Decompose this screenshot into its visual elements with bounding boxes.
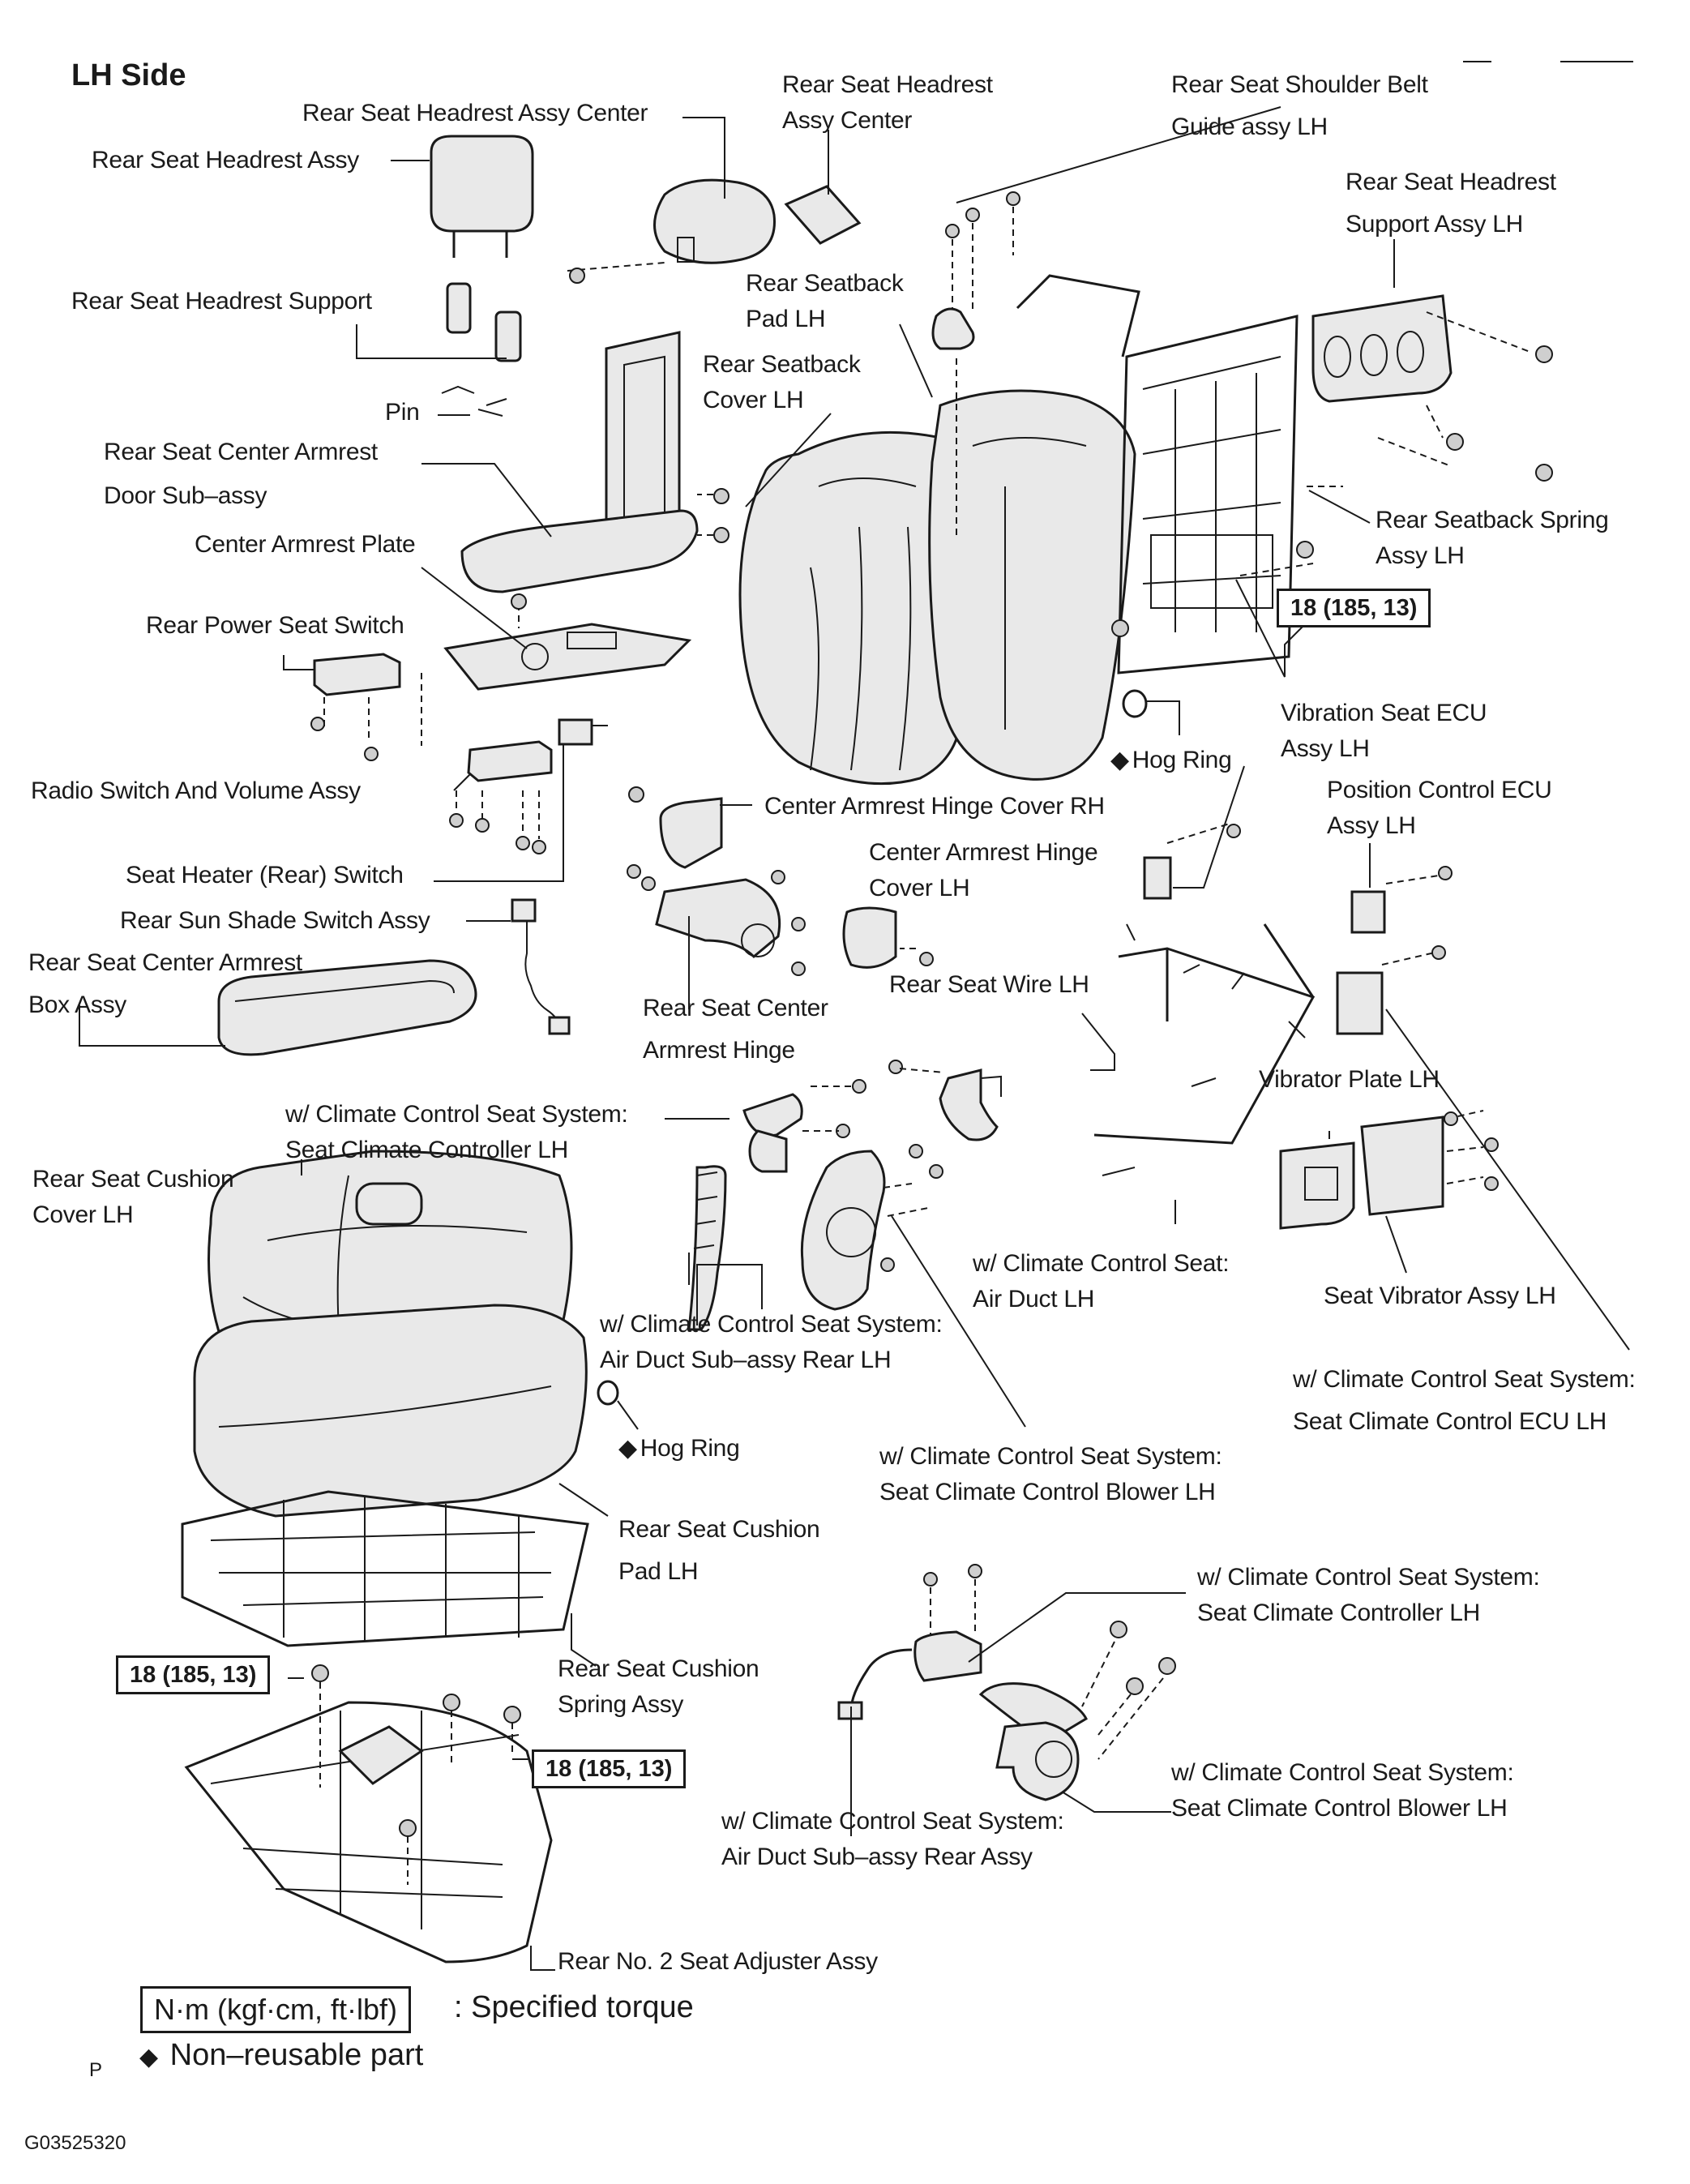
- headrest-center-plate-part: [784, 185, 862, 245]
- climate-blower-bottom-part: [978, 1682, 1088, 1801]
- label-climate-controller-bottom: w/ Climate Control Seat System: Seat Cli…: [1197, 1564, 1540, 1626]
- climate-ecu-lh-part: [1336, 971, 1384, 1035]
- hinge-cover-lh-part: [842, 906, 897, 969]
- label-seatback-spring: Rear Seatback Spring Assy LH: [1376, 507, 1609, 569]
- label-seat-adjuster: Rear No. 2 Seat Adjuster Assy: [558, 1948, 878, 1975]
- non-reusable-icon: ◆: [139, 2044, 159, 2071]
- hog-ring-top-part: [1122, 689, 1148, 718]
- armrest-door-part: [460, 331, 699, 593]
- label-seat-vibrator: Seat Vibrator Assy LH: [1324, 1283, 1556, 1309]
- air-duct-rear-lh-part: [687, 1165, 727, 1331]
- label-sun-shade-switch: Rear Sun Shade Switch Assy: [120, 907, 430, 934]
- label-headrest-support: Rear Seat Headrest Support: [71, 288, 372, 315]
- rear-power-seat-switch-part: [313, 653, 401, 696]
- hog-ring-lower-part: [597, 1380, 619, 1406]
- label-air-duct-lh: w/ Climate Control Seat: Air Duct LH: [973, 1250, 1230, 1313]
- position-control-ecu-part: [1350, 890, 1386, 934]
- label-hog-ring-lower: ◆Hog Ring: [618, 1435, 740, 1462]
- climate-controller-bottom-part: [913, 1630, 982, 1682]
- label-cushion-pad: Rear Seat Cushion Pad LH: [618, 1516, 820, 1585]
- vibrator-plate-part: [1279, 1141, 1355, 1230]
- label-seatback-pad: Rear Seatback Pad LH: [746, 270, 904, 332]
- label-cushion-cover: Rear Seat Cushion Cover LH: [32, 1166, 234, 1228]
- label-cushion-spring: Rear Seat Cushion Spring Assy: [558, 1655, 759, 1718]
- headrest-support-lh-part: [1311, 294, 1453, 403]
- vibration-seat-ecu-part: [1143, 856, 1172, 900]
- radio-switch-part: [467, 740, 553, 782]
- label-climate-blower-bottom: w/ Climate Control Seat System: Seat Cli…: [1171, 1759, 1514, 1822]
- climate-controller-top-part: [742, 1093, 803, 1173]
- hinge-cover-rh-part: [659, 797, 723, 869]
- legend-torque-text: : Specified torque: [454, 1990, 694, 2024]
- label-headrest-assy-center: Rear Seat Headrest Assy Center: [302, 100, 648, 126]
- label-seat-heater-switch: Seat Heater (Rear) Switch: [126, 862, 404, 889]
- cushion-spring-part: [181, 1490, 589, 1647]
- seatback-pad-part: [928, 389, 1136, 781]
- armrest-hinge-part: [655, 878, 781, 959]
- rear-seat-wire-part: [1093, 923, 1316, 1224]
- center-armrest-plate-part: [443, 623, 692, 691]
- climate-blower-mid-part: [800, 1150, 886, 1311]
- seatback-spring-part: [1016, 274, 1299, 674]
- label-climate-ecu-lh: w/ Climate Control Seat System: Seat Cli…: [1293, 1366, 1636, 1435]
- label-hinge-cover-rh: Center Armrest Hinge Cover RH: [764, 793, 1105, 820]
- torque-spec-adjuster-right: 18 (185, 13): [532, 1749, 687, 1788]
- torque-spec-adjuster-left: 18 (185, 13): [116, 1655, 271, 1694]
- label-headrest-support-lh: Rear Seat Headrest Support Assy LH: [1346, 169, 1556, 238]
- seat-adjuster-part: [184, 1701, 553, 1963]
- air-duct-lh-part: [939, 1068, 999, 1141]
- label-climate-controller-top: w/ Climate Control Seat System: Seat Cli…: [285, 1101, 628, 1163]
- label-hinge-cover-lh: Center Armrest Hinge Cover LH: [869, 839, 1098, 901]
- label-center-armrest-plate: Center Armrest Plate: [195, 531, 416, 558]
- figure-code: G03525320: [24, 2132, 126, 2154]
- label-radio-switch: Radio Switch And Volume Assy: [31, 777, 361, 804]
- label-seatback-cover: Rear Seatback Cover LH: [703, 351, 861, 413]
- label-rear-seat-wire: Rear Seat Wire LH: [889, 971, 1089, 998]
- headrest-assy-part: [430, 135, 534, 258]
- page-letter: P: [89, 2059, 103, 2081]
- label-armrest-door: Rear Seat Center Armrest Door Sub–assy: [104, 439, 378, 509]
- seat-vibrator-part: [1360, 1116, 1444, 1216]
- label-headrest-assy: Rear Seat Headrest Assy: [92, 147, 359, 173]
- label-position-control-ecu: Position Control ECU Assy LH: [1327, 777, 1552, 839]
- label-vibration-seat-ecu: Vibration Seat ECU Assy LH: [1281, 700, 1487, 762]
- headrest-support-part: [446, 282, 522, 362]
- cushion-pad-part: [193, 1304, 588, 1518]
- label-armrest-box: Rear Seat Center Armrest Box Assy: [28, 949, 302, 1018]
- label-hog-ring-top: ◆Hog Ring: [1110, 747, 1232, 773]
- label-air-duct-rear-assy: w/ Climate Control Seat System: Air Duct…: [721, 1808, 1064, 1870]
- label-pin: Pin: [385, 399, 420, 426]
- seatback-cover-part: [738, 430, 963, 786]
- label-vibrator-plate: Vibrator Plate LH: [1259, 1066, 1440, 1093]
- label-climate-blower-mid: w/ Climate Control Seat System: Seat Cli…: [879, 1443, 1222, 1505]
- air-duct-rear-assy-part: [837, 1648, 913, 1720]
- legend-non-reusable: ◆ Non–reusable part: [139, 2038, 424, 2072]
- sun-shade-switch-part: [511, 898, 571, 1035]
- seat-heater-switch-part: [558, 718, 608, 746]
- torque-spec-seatback: 18 (185, 13): [1277, 589, 1431, 627]
- label-air-duct-rear-lh: w/ Climate Control Seat System: Air Duct…: [600, 1311, 943, 1373]
- label-headrest-center-plate: Rear Seat Headrest Assy Center: [782, 71, 993, 134]
- headrest-assy-center-part: [653, 178, 776, 264]
- shoulder-belt-guide-part: [931, 307, 975, 350]
- label-rear-power-seat-switch: Rear Power Seat Switch: [146, 612, 404, 639]
- label-armrest-hinge: Rear Seat Center Armrest Hinge: [643, 995, 828, 1064]
- legend-torque-unit: N·m (kgf·cm, ft·lbf): [140, 1986, 411, 2033]
- armrest-box-part: [217, 959, 477, 1056]
- label-shoulder-belt-guide: Rear Seat Shoulder Belt Guide assy LH: [1171, 71, 1428, 140]
- page-title: LH Side: [71, 58, 186, 92]
